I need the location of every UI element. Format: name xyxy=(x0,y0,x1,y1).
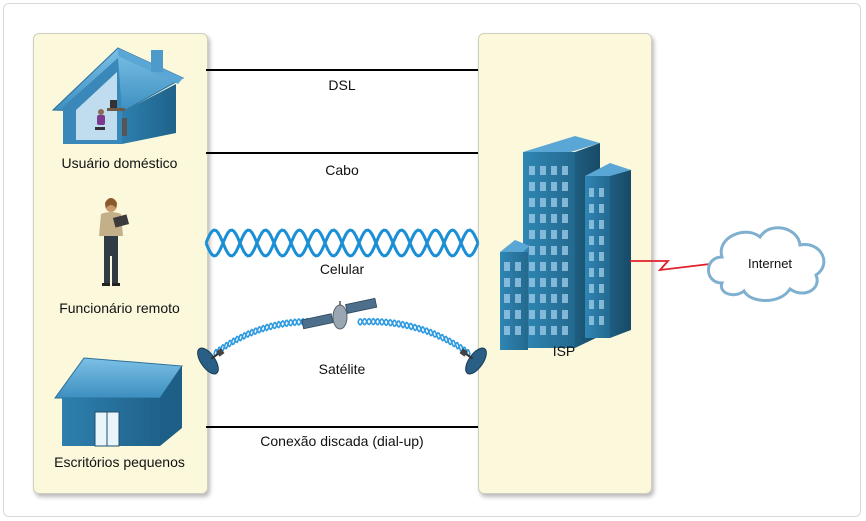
home-user-label: Usuário doméstico xyxy=(61,155,178,171)
isp-window xyxy=(589,188,594,197)
isp-window xyxy=(551,198,557,207)
satellite-dish-right-icon xyxy=(459,347,487,375)
isp-window xyxy=(540,230,546,239)
isp-window xyxy=(562,166,568,175)
isp-window xyxy=(540,246,546,255)
isp-window xyxy=(589,316,594,325)
isp-window xyxy=(504,294,510,303)
isp-window xyxy=(515,262,521,271)
isp-window xyxy=(540,294,546,303)
isp-window xyxy=(504,326,510,335)
isp-window xyxy=(540,326,546,335)
isp-window xyxy=(589,236,594,245)
isp-window xyxy=(551,230,557,239)
isp-window xyxy=(540,166,546,175)
isp-window xyxy=(529,262,535,271)
isp-window xyxy=(599,252,604,261)
isp-window xyxy=(562,278,568,287)
isp-window xyxy=(529,182,535,191)
remote-worker-person-icon xyxy=(99,198,130,286)
isp-window xyxy=(551,294,557,303)
isp-window xyxy=(529,294,535,303)
satellite-dish-left-icon xyxy=(197,347,225,375)
isp-window xyxy=(551,326,557,335)
isp-window xyxy=(551,166,557,175)
isp-window xyxy=(540,214,546,223)
isp-window xyxy=(599,220,604,229)
isp-window xyxy=(562,262,568,271)
internet-cloud-icon xyxy=(707,226,826,302)
isp-window xyxy=(562,214,568,223)
isp-window xyxy=(589,268,594,277)
isp-window xyxy=(589,204,594,213)
cellular-label: Celular xyxy=(319,261,365,277)
isp-window xyxy=(504,310,510,319)
isp-window xyxy=(562,310,568,319)
isp-window xyxy=(589,300,594,309)
isp-window xyxy=(589,252,594,261)
isp-window xyxy=(515,326,521,335)
isp-window xyxy=(529,230,535,239)
isp-window xyxy=(529,246,535,255)
isp-window xyxy=(529,198,535,207)
isp-window xyxy=(529,310,535,319)
satellite-label: Satélite xyxy=(318,361,366,377)
isp-window xyxy=(529,278,535,287)
isp-window xyxy=(599,316,604,325)
isp-window xyxy=(562,294,568,303)
small-office-building-icon xyxy=(54,357,183,447)
isp-window xyxy=(529,326,535,335)
isp-label: ISP xyxy=(552,343,576,359)
isp-window xyxy=(529,166,535,175)
isp-window xyxy=(599,300,604,309)
isp-window xyxy=(540,262,546,271)
isp-window xyxy=(540,278,546,287)
isp-window xyxy=(562,326,568,335)
isp-window xyxy=(551,214,557,223)
isp-window xyxy=(551,246,557,255)
small-office-label: Escritórios pequenos xyxy=(54,454,185,470)
isp-window xyxy=(562,198,568,207)
isp-window xyxy=(562,182,568,191)
dialup-label: Conexão discada (dial-up) xyxy=(260,433,424,449)
home-user-house-icon xyxy=(51,47,185,144)
isp-window xyxy=(529,214,535,223)
remote-worker-label: Funcionário remoto xyxy=(59,300,180,316)
isp-window xyxy=(551,278,557,287)
isp-window xyxy=(515,294,521,303)
satellite-icon xyxy=(301,297,378,330)
dsl-label: DSL xyxy=(328,77,356,93)
satellite-wave xyxy=(213,317,471,357)
isp-window xyxy=(599,236,604,245)
isp-window xyxy=(599,188,604,197)
isp-window xyxy=(551,182,557,191)
isp-window xyxy=(504,262,510,271)
isp-window xyxy=(515,310,521,319)
isp-window xyxy=(515,278,521,287)
isp-window xyxy=(551,310,557,319)
isp-window xyxy=(599,268,604,277)
isp-internet-link xyxy=(630,260,711,272)
internet-label: Internet xyxy=(747,256,793,271)
isp-window xyxy=(551,262,557,271)
isp-window xyxy=(540,182,546,191)
isp-window xyxy=(589,220,594,229)
cellular-wave xyxy=(204,228,480,258)
isp-window xyxy=(540,198,546,207)
isp-window xyxy=(562,230,568,239)
isp-window xyxy=(504,278,510,287)
isp-building-icon xyxy=(500,136,631,350)
cable-label: Cabo xyxy=(325,162,359,178)
isp-window xyxy=(589,284,594,293)
isp-window xyxy=(540,310,546,319)
isp-window xyxy=(599,284,604,293)
isp-window xyxy=(599,204,604,213)
isp-window xyxy=(562,246,568,255)
